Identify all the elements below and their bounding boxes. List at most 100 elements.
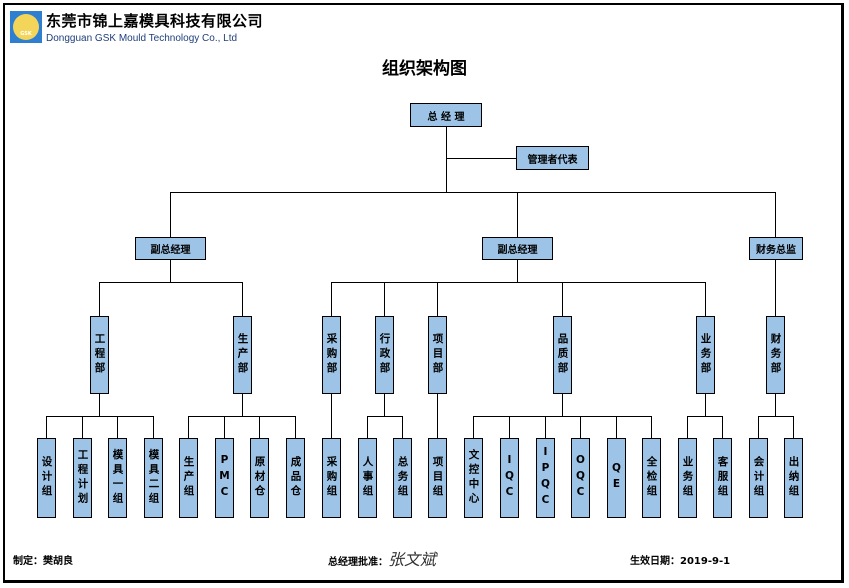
effective-date-label: 生效日期： xyxy=(630,556,680,567)
connector xyxy=(446,158,516,159)
connector xyxy=(82,416,83,438)
team-iqc: IQC xyxy=(500,438,519,518)
connector xyxy=(517,260,518,282)
connector xyxy=(722,416,723,438)
dept-project: 项目部 xyxy=(428,316,447,394)
team-purchasing: 采购组 xyxy=(322,438,341,518)
connector xyxy=(170,192,776,193)
connector xyxy=(651,416,652,438)
team-hr: 人事组 xyxy=(358,438,377,518)
dept-production: 生产部 xyxy=(233,316,252,394)
prepared-by-label: 制定： xyxy=(13,556,43,567)
connector xyxy=(705,393,706,416)
connector xyxy=(188,416,189,438)
team-eng-plan: 工程计划 xyxy=(73,438,92,518)
approved-label: 总经理批准： xyxy=(328,557,388,568)
connector xyxy=(509,416,510,438)
dept-finance: 财务部 xyxy=(766,316,785,394)
team-prod-group: 生产组 xyxy=(179,438,198,518)
team-full-inspection: 全检组 xyxy=(642,438,661,518)
node-mgmt-rep: 管理者代表 xyxy=(516,146,589,170)
connector xyxy=(259,416,260,438)
dept-sales: 业务部 xyxy=(696,316,715,394)
team-oqc: OQC xyxy=(571,438,590,518)
connector xyxy=(46,416,153,417)
team-pmc: PMC xyxy=(215,438,234,518)
connector xyxy=(295,416,296,438)
connector xyxy=(473,416,474,438)
connector xyxy=(580,416,581,438)
signature: 张文斌 xyxy=(388,550,437,569)
connector xyxy=(517,192,518,237)
logo-text: GSK xyxy=(20,31,32,37)
connector xyxy=(775,192,776,237)
dept-admin: 行政部 xyxy=(375,316,394,394)
connector xyxy=(170,192,171,237)
team-mold2: 模具二组 xyxy=(144,438,163,518)
team-finished-store: 成品仓 xyxy=(286,438,305,518)
connector xyxy=(473,416,651,417)
team-raw-store: 原材仓 xyxy=(250,438,269,518)
connector xyxy=(99,393,100,416)
team-service: 客服组 xyxy=(713,438,732,518)
connector xyxy=(446,126,447,192)
team-project: 项目组 xyxy=(428,438,447,518)
connector xyxy=(793,416,794,438)
connector xyxy=(331,393,332,438)
connector xyxy=(775,393,776,416)
page-title: 组织架构图 xyxy=(382,59,467,79)
connector xyxy=(687,416,688,438)
company-name-en: Dongguan GSK Mould Technology Co., Ltd xyxy=(46,33,238,44)
prepared-by-name: 樊胡良 xyxy=(43,556,73,567)
connector xyxy=(46,416,47,438)
connector xyxy=(224,416,225,438)
team-accounting: 会计组 xyxy=(749,438,768,518)
connector xyxy=(705,282,706,316)
connector xyxy=(331,282,332,316)
dept-purchasing: 采购部 xyxy=(322,316,341,394)
connector xyxy=(99,282,100,316)
node-ceo: 总 经 理 xyxy=(410,103,482,127)
connector xyxy=(170,260,171,282)
connector xyxy=(616,416,617,438)
dept-quality: 品质部 xyxy=(553,316,572,394)
connector xyxy=(188,416,295,417)
team-ipqc: IPQC xyxy=(536,438,555,518)
connector xyxy=(331,282,705,283)
gsk-logo-icon: GSK xyxy=(10,11,42,43)
node-vp2: 副总经理 xyxy=(482,237,553,260)
connector xyxy=(437,282,438,316)
connector xyxy=(367,416,402,417)
team-design: 设计组 xyxy=(37,438,56,518)
connector xyxy=(242,282,243,316)
team-general-affairs: 总务组 xyxy=(393,438,412,518)
connector xyxy=(758,416,793,417)
prepared-by: 制定：樊胡良 xyxy=(13,552,73,567)
node-vp1: 副总经理 xyxy=(135,237,206,260)
connector xyxy=(758,416,759,438)
connector xyxy=(687,416,722,417)
team-sales: 业务组 xyxy=(678,438,697,518)
connector xyxy=(775,260,776,316)
connector xyxy=(117,416,118,438)
team-doc-center: 文控中心 xyxy=(464,438,483,518)
connector xyxy=(384,282,385,316)
connector xyxy=(99,282,242,283)
dept-engineering: 工程部 xyxy=(90,316,109,394)
effective-date: 生效日期：2019-9-1 xyxy=(630,552,730,567)
connector xyxy=(562,393,563,416)
company-name-cn: 东莞市锦上嘉模具科技有限公司 xyxy=(46,12,264,30)
team-qe: QE xyxy=(607,438,626,518)
connector xyxy=(242,393,243,416)
connector xyxy=(402,416,403,438)
team-cashier: 出纳组 xyxy=(784,438,803,518)
connector xyxy=(153,416,154,438)
connector xyxy=(545,416,546,438)
team-mold1: 模具一组 xyxy=(108,438,127,518)
connector xyxy=(384,393,385,416)
page-frame xyxy=(3,3,844,583)
effective-date-value: 2019-9-1 xyxy=(680,556,731,567)
approved-by: 总经理批准：张文斌 xyxy=(328,546,436,570)
connector xyxy=(562,282,563,316)
connector xyxy=(437,393,438,438)
